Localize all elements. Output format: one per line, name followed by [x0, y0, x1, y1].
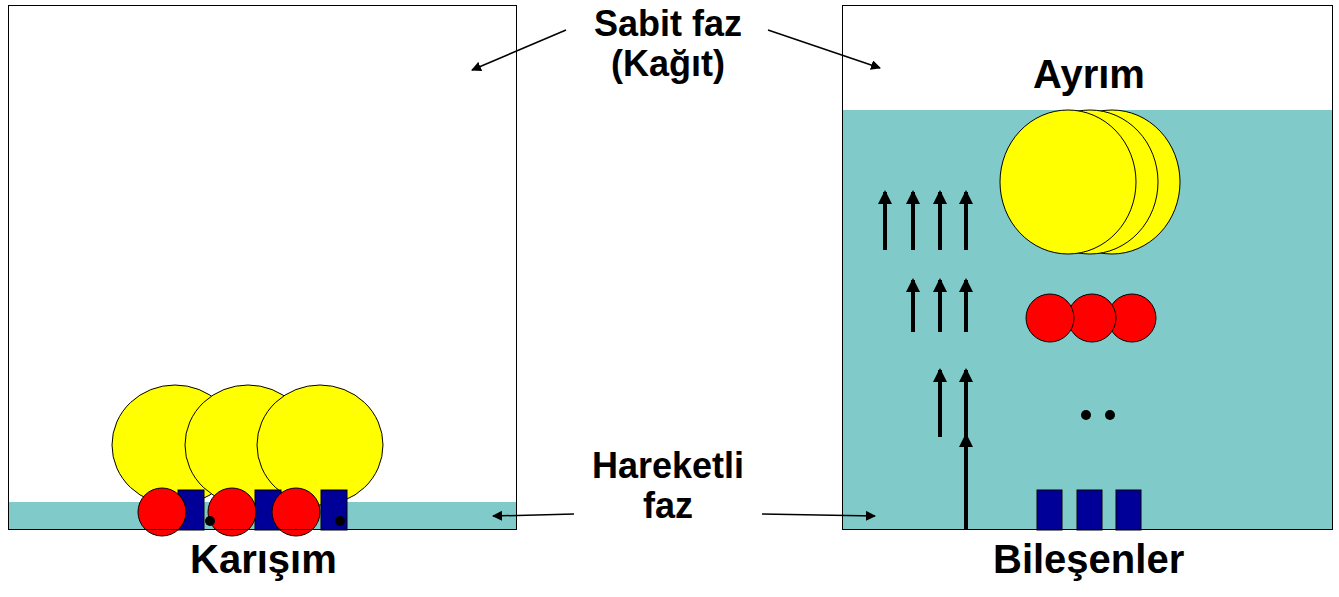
migration-arrow — [938, 280, 942, 332]
black-component — [335, 516, 345, 526]
red-component — [138, 488, 186, 536]
migration-arrow — [883, 192, 887, 250]
migration-arrows — [885, 192, 966, 530]
mobile-phase-label: Hareketli faz — [563, 446, 773, 526]
yellow-component — [1000, 110, 1136, 254]
black-component — [205, 516, 215, 526]
migration-arrow — [964, 192, 968, 250]
leader-line — [493, 514, 574, 516]
black-component — [1081, 410, 1091, 420]
leader-line — [762, 514, 875, 516]
blue-component — [321, 490, 347, 530]
blue-component — [1077, 490, 1102, 530]
yellow-component — [257, 385, 383, 505]
migration-arrow — [964, 435, 968, 530]
black-component — [1105, 410, 1115, 420]
mobile-phase-band — [842, 110, 1333, 530]
migration-arrow — [911, 192, 915, 250]
red-component — [1026, 294, 1074, 342]
migration-arrow — [938, 192, 942, 250]
migration-arrow — [938, 370, 942, 437]
blue-component — [1116, 490, 1141, 530]
mixture-panel: Karışım — [8, 5, 517, 530]
leader-line — [768, 30, 880, 68]
blue-component — [1037, 490, 1062, 530]
leader-lines — [472, 30, 880, 516]
stationary-phase-label: Sabit faz (Kağıt) — [563, 4, 773, 84]
panel-caption: Karışım — [190, 537, 337, 581]
panel-heading: Ayrım — [1033, 52, 1145, 96]
migration-arrow — [964, 370, 968, 437]
red-component — [208, 488, 256, 536]
migration-arrow — [911, 280, 915, 332]
leader-line — [472, 30, 566, 70]
separation-panel: AyrımBileşenler — [842, 5, 1333, 530]
red-component — [272, 488, 320, 536]
migration-arrow — [964, 280, 968, 332]
panel-caption: Bileşenler — [993, 537, 1184, 581]
red-component — [1068, 294, 1116, 342]
